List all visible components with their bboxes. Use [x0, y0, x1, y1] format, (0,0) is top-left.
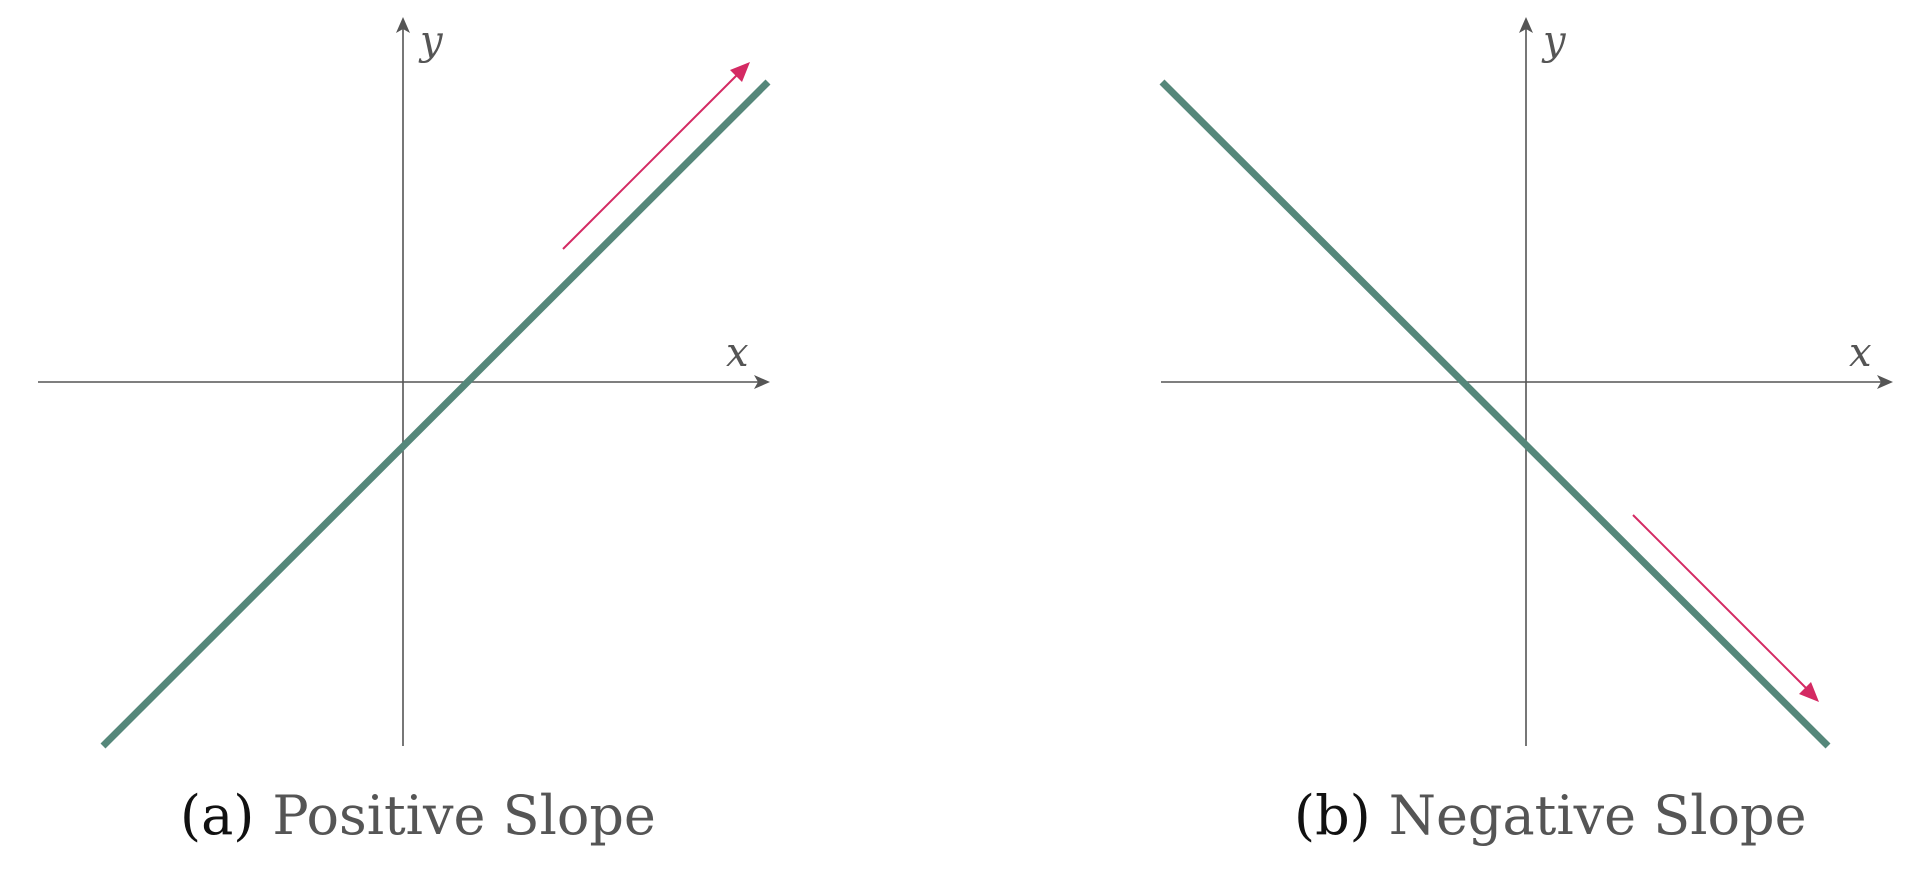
downward-direction-arrow: [1632, 514, 1807, 689]
caption-a: (a) Positive Slope: [180, 784, 656, 847]
y-axis-arrowhead: [396, 17, 410, 33]
upward-direction-arrowhead: [730, 62, 750, 82]
x-axis-arrowhead: [1877, 375, 1893, 389]
caption-b: (b) Negative Slope: [1294, 784, 1807, 847]
caption-b-text: Negative Slope: [1389, 784, 1807, 847]
panel-positive-slope: x y (a) Positive Slope: [38, 17, 771, 847]
caption-a-tag: (a): [180, 784, 254, 847]
caption-a-text: Positive Slope: [272, 784, 656, 847]
negative-slope-line: [1159, 79, 1831, 749]
panel-negative-slope: x y (b) Negative Slope: [1159, 17, 1893, 847]
x-axis-arrowhead: [754, 375, 770, 389]
y-axis-label: y: [418, 18, 444, 64]
x-axis-label: x: [1849, 330, 1872, 376]
caption-b-tag: (b): [1294, 784, 1371, 847]
y-axis-label: y: [1541, 18, 1567, 64]
y-axis-arrowhead: [1519, 17, 1533, 33]
x-axis-label: x: [726, 330, 749, 376]
downward-direction-arrowhead: [1799, 682, 1819, 702]
positive-slope-line: [100, 79, 771, 749]
upward-direction-arrow: [562, 74, 738, 250]
